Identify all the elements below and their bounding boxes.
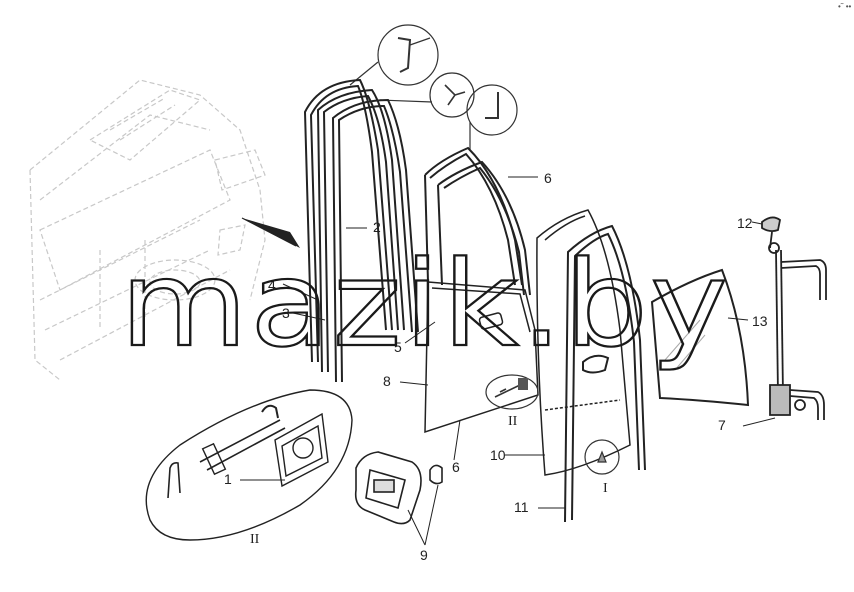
view-label-II-large: II — [250, 532, 260, 547]
door-panel — [424, 281, 539, 434]
callout-8: 9 — [420, 547, 428, 563]
seal-profile-detail-2 — [379, 72, 475, 118]
view-labels: I II II — [250, 414, 608, 547]
callout-12: 7 — [718, 417, 726, 433]
seal-profile-detail-3 — [466, 84, 518, 150]
callout-4: 4 — [268, 277, 276, 293]
callout-9: 10 — [490, 447, 506, 463]
detail-II-small — [485, 374, 539, 410]
view-label-II-small: II — [508, 414, 518, 429]
callout-5: 5 — [394, 339, 402, 355]
callout-6-bottom: 6 — [452, 459, 460, 475]
detail-I-circle — [584, 439, 620, 475]
detail-II-large — [145, 389, 353, 541]
callout-13: 13 — [752, 313, 768, 329]
callout-11: 12 — [737, 215, 753, 231]
window-seal-frames — [303, 78, 419, 383]
callout-10: 11 — [514, 499, 529, 515]
vehicle-cab-outline — [29, 79, 266, 381]
callout-2: 2 — [373, 219, 381, 235]
leader-lines — [240, 176, 776, 546]
window-glass-13 — [650, 268, 750, 407]
callout-3: 3 — [282, 305, 290, 321]
sliding-door-panel — [536, 209, 631, 476]
door-frame-6 — [424, 146, 531, 296]
callout-7: 8 — [383, 373, 391, 389]
callout-labels: 2 4 3 5 6 8 6 1 9 10 11 12 13 7 — [224, 170, 768, 563]
door-seal-10 — [564, 224, 646, 523]
interior-light-8 — [354, 451, 443, 525]
view-label-I: I — [603, 481, 608, 496]
door-rod-mechanism — [761, 216, 827, 420]
corner-mark: •˜ •• — [838, 2, 851, 11]
seal-profile-detail-1 — [349, 24, 439, 86]
callout-1: 1 — [224, 471, 232, 487]
callout-6-top: 6 — [544, 170, 552, 186]
watermark: mazik.by — [120, 235, 730, 373]
